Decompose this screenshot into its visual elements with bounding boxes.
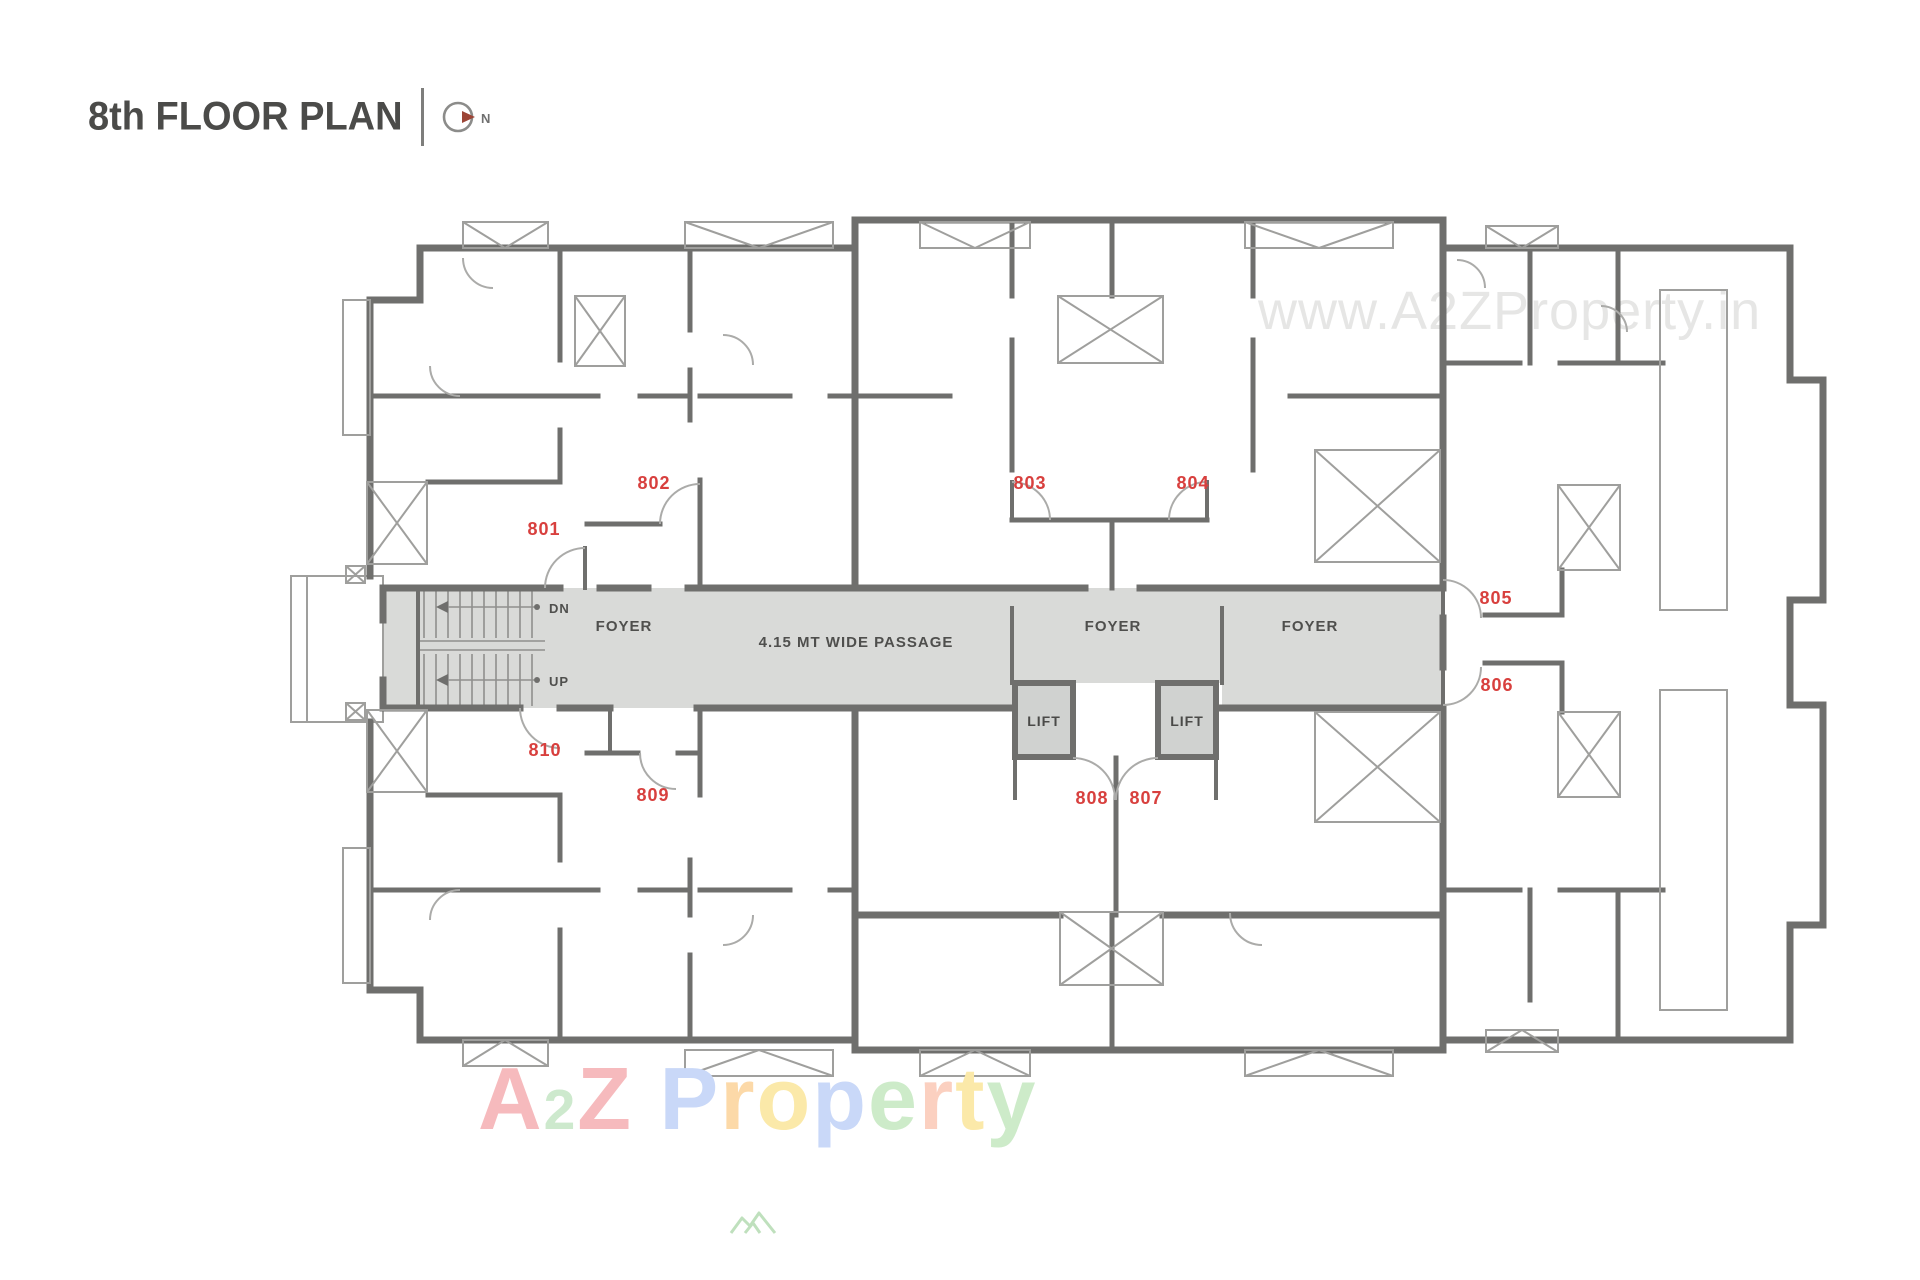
unit-label-804: 804 (1176, 473, 1209, 493)
page-title: 8th FLOOR PLAN (88, 94, 403, 139)
brand-letter: 2 (543, 1078, 578, 1142)
mountain-icon (570, 1052, 779, 1280)
title-divider (420, 88, 424, 146)
brand-letter: o (756, 1049, 813, 1148)
unit-label-801: 801 (527, 519, 560, 539)
brand-letter: p (812, 1049, 868, 1148)
stairs-up-arrow: UP (436, 674, 569, 689)
brand-letter: P (659, 1049, 721, 1148)
unit-label-806: 806 (1480, 675, 1513, 695)
unit-label-805: 805 (1479, 588, 1512, 608)
lift-2-label: LIFT (1170, 713, 1204, 729)
corridor-labels: FOYER FOYER FOYER 4.15 MT WIDE PASSAGE (596, 618, 1339, 651)
north-arrow-icon (461, 111, 475, 123)
header: 8th FLOOR PLAN N (88, 88, 513, 146)
lift-2 (1155, 680, 1219, 760)
unit-label-809: 809 (636, 785, 669, 805)
watermark-brand: A2Z Property (478, 1048, 1038, 1234)
brand-letter: Z (577, 1049, 634, 1148)
brand-letter: r (720, 1049, 757, 1148)
brand-letter: y (986, 1049, 1038, 1148)
stairs-down-arrow: DN (436, 601, 570, 616)
lift-1 (1012, 680, 1076, 760)
brand-letter: r (918, 1049, 956, 1148)
stairwell: DN UP (416, 586, 570, 710)
lift-1-label: LIFT (1027, 713, 1061, 729)
stairs-down-label: DN (549, 601, 570, 616)
lifts: LIFT LIFT (1012, 680, 1219, 760)
stairs-up-label: UP (549, 674, 569, 689)
foyer-right-label: FOYER (1282, 618, 1339, 635)
brand-letter: t (955, 1049, 987, 1148)
unit-label-807: 807 (1129, 788, 1162, 808)
north-label: N (481, 111, 490, 126)
north-indicator-icon: N (442, 101, 490, 133)
unit-label-802: 802 (637, 473, 670, 493)
block-separator-walls (851, 244, 1447, 1054)
unit-labels: 801 802 803 804 805 806 807 808 809 810 (527, 473, 1513, 808)
door-arcs (429, 257, 1628, 946)
unit-label-808: 808 (1075, 788, 1108, 808)
brand-letter: A (478, 1049, 544, 1148)
corridor-balcony (290, 575, 384, 723)
balcony-tabs (342, 221, 1728, 1077)
shaft-boxes (345, 295, 1621, 986)
unit-label-810: 810 (528, 740, 561, 760)
corridor (290, 575, 1443, 723)
foyer-left-label: FOYER (596, 618, 653, 635)
unit-label-803: 803 (1013, 473, 1046, 493)
foyer-middle-label: FOYER (1085, 618, 1142, 635)
brand-letter: e (867, 1049, 919, 1148)
internal-walls (367, 217, 1666, 1053)
passage-label: 4.15 MT WIDE PASSAGE (759, 634, 954, 651)
